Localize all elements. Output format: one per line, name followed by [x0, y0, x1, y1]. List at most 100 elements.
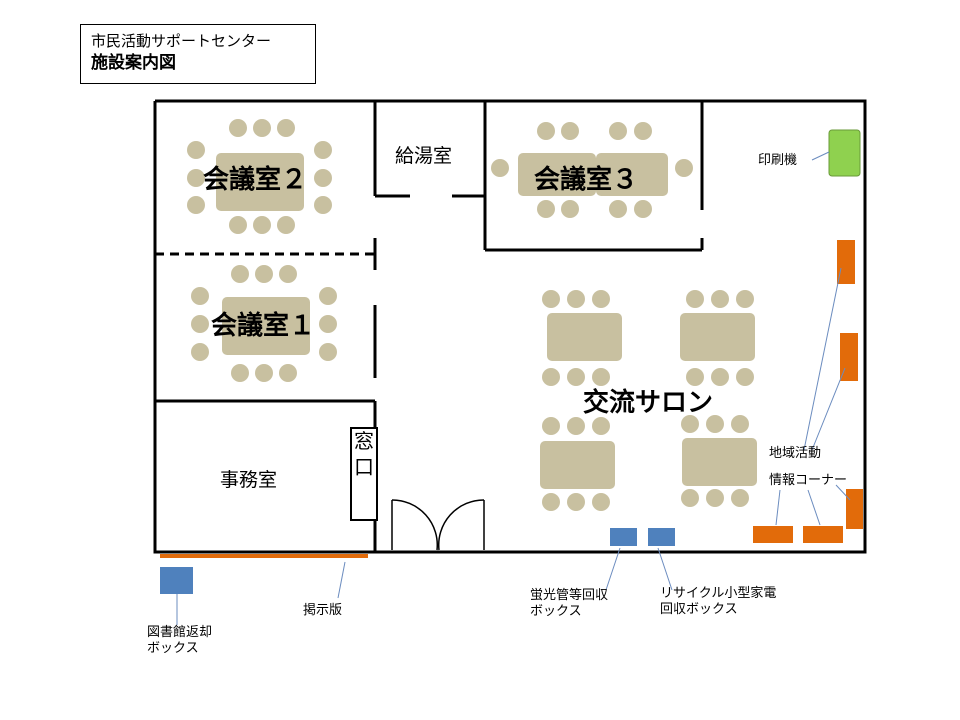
chair — [537, 200, 555, 218]
recycle-box-label-2: 回収ボックス — [660, 602, 738, 617]
chair — [279, 265, 297, 283]
chair — [319, 287, 337, 305]
chair — [675, 159, 693, 177]
printer-label: 印刷機 — [758, 153, 798, 168]
chair — [681, 489, 699, 507]
printer[interactable] — [828, 129, 861, 177]
chair — [634, 122, 652, 140]
reception-window-frame — [350, 427, 378, 521]
table — [540, 441, 615, 489]
library-return-box[interactable] — [160, 567, 193, 594]
reception-window-label[interactable]: 窓 口 — [351, 428, 377, 520]
room-label-office[interactable]: 事務室 — [220, 469, 278, 491]
table — [680, 313, 755, 361]
chair — [255, 364, 273, 382]
chair — [592, 290, 610, 308]
title-box: 市民活動サポートセンター 施設案内図 — [80, 24, 316, 84]
chair — [592, 368, 610, 386]
chair — [731, 415, 749, 433]
recycle-box-label-1: リサイクル小型家電 — [660, 586, 777, 601]
chair — [277, 119, 295, 137]
bulletin-label: 掲示版 — [303, 603, 343, 618]
chair — [277, 216, 295, 234]
chair — [711, 290, 729, 308]
bulletin-board — [160, 554, 368, 558]
table — [518, 153, 596, 196]
chair — [187, 169, 205, 187]
library-return-label-2: ボックス — [147, 641, 199, 656]
table — [216, 153, 304, 211]
entrance-door[interactable] — [391, 499, 485, 551]
table — [222, 297, 310, 355]
chair — [542, 368, 560, 386]
room-label-meeting-3[interactable]: 会議室３ — [534, 165, 639, 195]
chair — [731, 489, 749, 507]
room-label-meeting-2[interactable]: 会議室２ — [203, 165, 308, 195]
chair — [542, 493, 560, 511]
table — [547, 313, 622, 361]
fluorescent-collection-box[interactable] — [610, 528, 637, 546]
chair — [567, 493, 585, 511]
chair — [319, 315, 337, 333]
chair — [609, 122, 627, 140]
chair — [567, 368, 585, 386]
chair — [706, 415, 724, 433]
chair — [187, 141, 205, 159]
chair — [191, 287, 209, 305]
chair — [229, 216, 247, 234]
chair — [567, 290, 585, 308]
chair — [319, 343, 337, 361]
library-return-label-1: 図書館返却 — [147, 625, 213, 640]
recycle-collection-box[interactable] — [648, 528, 675, 546]
info-rack[interactable] — [753, 526, 793, 543]
window-char-1: 窓 — [354, 429, 374, 453]
chair — [711, 368, 729, 386]
room-label-salon[interactable]: 交流サロン — [583, 388, 714, 418]
chair — [314, 169, 332, 187]
chair — [561, 200, 579, 218]
chair — [253, 216, 271, 234]
pointer-lines — [176, 151, 851, 625]
chair — [736, 368, 754, 386]
chair — [255, 265, 273, 283]
info-rack[interactable] — [846, 489, 863, 529]
fluorescent-box-label-2: ボックス — [530, 604, 582, 619]
chair — [561, 122, 579, 140]
chair — [592, 493, 610, 511]
chair — [253, 119, 271, 137]
title-guide-map: 施設案内図 — [91, 53, 176, 73]
chair — [686, 290, 704, 308]
info-rack[interactable] — [803, 526, 843, 543]
info-rack[interactable] — [837, 240, 855, 284]
chair — [279, 364, 297, 382]
chair — [634, 200, 652, 218]
table — [596, 153, 668, 196]
room-label-meeting-1[interactable]: 会議室１ — [211, 311, 316, 341]
chair — [736, 290, 754, 308]
chair — [191, 315, 209, 333]
chair — [314, 141, 332, 159]
chair — [191, 343, 209, 361]
walls — [153, 99, 867, 554]
room-label-kitchen[interactable]: 給湯室 — [395, 145, 453, 167]
info-corner-label-2: 情報コーナー — [769, 473, 848, 488]
chair — [314, 196, 332, 214]
chair — [567, 417, 585, 435]
chair — [231, 265, 249, 283]
chair — [681, 415, 699, 433]
chair — [542, 417, 560, 435]
info-corner-label-1: 地域活動 — [769, 446, 822, 461]
chair — [542, 290, 560, 308]
chair — [609, 200, 627, 218]
chair — [231, 364, 249, 382]
chair — [686, 368, 704, 386]
chair — [592, 417, 610, 435]
title-facility-name: 市民活動サポートセンター — [91, 32, 272, 50]
chair — [187, 196, 205, 214]
chair — [706, 489, 724, 507]
window-char-2: 口 — [354, 455, 374, 479]
chair — [537, 122, 555, 140]
chair — [491, 159, 509, 177]
furniture — [187, 119, 757, 511]
